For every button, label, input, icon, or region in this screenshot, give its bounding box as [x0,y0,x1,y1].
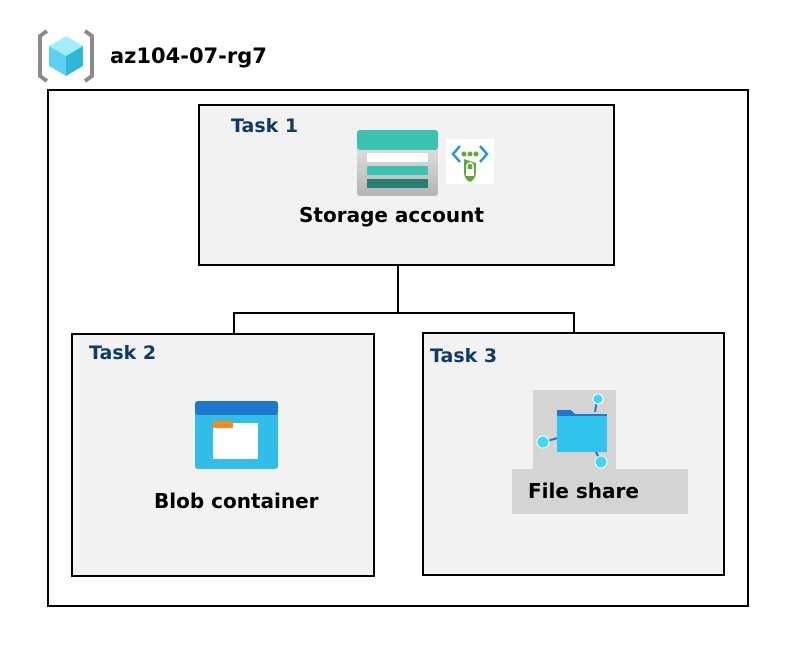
file-share-icon [533,390,616,470]
task-3-label: Task 3 [430,345,498,367]
connector-line [233,312,575,314]
task-1-box: Task 1 Storage account [198,104,615,266]
task-3-box: Task 3 File share [422,332,725,576]
file-share-label: File share [528,479,639,503]
blob-container-label: Blob container [154,489,319,513]
task-2-label: Task 2 [89,342,157,364]
storage-account-icon [357,130,438,196]
resource-group-name: az104-07-rg7 [110,44,267,68]
blob-container-folder-icon [195,401,278,469]
storage-account-label: Storage account [299,203,484,227]
connector-line [397,237,399,314]
task-1-label: Task 1 [231,115,299,137]
task-2-box: Task 2 Blob container [71,333,375,577]
resource-group-boundary [47,89,749,607]
private-endpoint-lock-icon [446,139,494,184]
file-share-label-background [512,469,688,514]
resource-group-icon [38,29,94,83]
